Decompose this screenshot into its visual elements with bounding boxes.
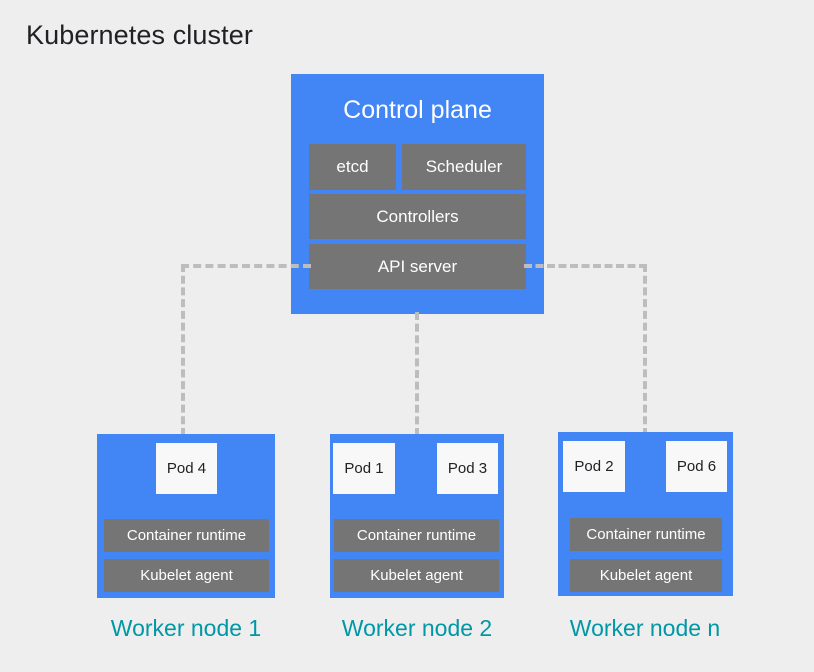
worker-node-2-pod-1: Pod 1 bbox=[333, 443, 395, 494]
worker-node-2-container-runtime: Container runtime bbox=[334, 519, 499, 552]
worker-node-n-pod-2: Pod 2 bbox=[563, 441, 625, 492]
control-plane-title: Control plane bbox=[343, 96, 492, 124]
worker-node-2-pod-3: Pod 3 bbox=[437, 443, 498, 494]
control-plane-component-controllers: Controllers bbox=[309, 194, 526, 239]
worker-node-1-pod-4: Pod 4 bbox=[156, 443, 217, 494]
worker-node-1-container-runtime: Container runtime bbox=[104, 519, 269, 552]
worker-node-n-container-runtime: Container runtime bbox=[570, 518, 722, 551]
connector-api-server-to-worker-n-horizontal bbox=[524, 264, 647, 268]
worker-node-n-kubelet-agent: Kubelet agent bbox=[570, 559, 722, 592]
connector-api-server-to-worker-2-vertical bbox=[415, 312, 419, 436]
page-title: Kubernetes cluster bbox=[26, 20, 253, 50]
worker-node-n-label: Worker node n bbox=[569, 615, 721, 641]
control-plane-component-scheduler: Scheduler bbox=[402, 144, 526, 190]
control-plane-component-api-server: API server bbox=[309, 244, 526, 289]
worker-node-2-label: Worker node 2 bbox=[341, 615, 493, 641]
connector-api-server-to-worker-n-vertical bbox=[643, 264, 647, 436]
control-plane-component-etcd: etcd bbox=[309, 144, 396, 190]
worker-node-1-kubelet-agent: Kubelet agent bbox=[104, 559, 269, 592]
connector-api-server-to-worker-1-horizontal bbox=[181, 264, 311, 268]
worker-node-1-label: Worker node 1 bbox=[110, 615, 262, 641]
worker-node-2-kubelet-agent: Kubelet agent bbox=[334, 559, 499, 592]
worker-node-n-pod-6: Pod 6 bbox=[666, 441, 727, 492]
connector-api-server-to-worker-1-vertical bbox=[181, 264, 185, 436]
